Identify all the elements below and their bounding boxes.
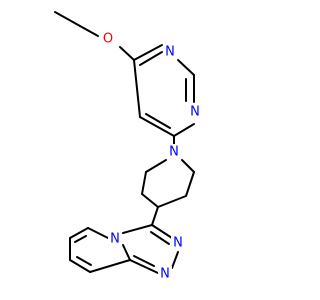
triazole-ring — [122, 224, 179, 274]
bond-c3-n2 — [151, 224, 173, 239]
pyrimidine-n1-label: N — [165, 45, 175, 60]
bond-c5-c6-double — [74, 235, 87, 243]
bond-c5-c6 — [69, 227, 89, 239]
bond-ethyl-ch2-o — [79, 25, 99, 37]
piperidine-n-label: N — [169, 145, 179, 160]
atom-labels: O N N N N N N — [101, 31, 202, 282]
pyrimidine-ring — [133, 44, 195, 137]
molecule-structure: O N N N N N N — [54, 11, 202, 282]
bond-ethyl-ch3-ch2 — [54, 11, 81, 27]
bond-c8-c8a — [89, 259, 131, 273]
molecule-canvas: O N N N N N N — [54, 11, 202, 282]
bond-c3-n2-double — [150, 231, 170, 245]
bond-c6-n1-double — [139, 51, 163, 66]
bond-o-c6 — [119, 46, 135, 61]
bond-c7-c8 — [69, 259, 91, 273]
piperidine-ring — [141, 159, 195, 208]
pyrimidine-n3-label: N — [190, 105, 200, 120]
bond-c4-c5-double — [145, 113, 171, 129]
bond-pip-n-c2 — [145, 159, 167, 173]
bond-pip-c6-n — [181, 159, 195, 173]
triazole-n2-label: N — [173, 236, 183, 251]
bond-c4-c5 — [139, 116, 175, 137]
bond-pip-c5-c6 — [185, 171, 195, 197]
bond-c8a-n4 — [122, 244, 131, 261]
bond-n1-c2 — [177, 59, 195, 76]
bond-pip-c4-c5 — [157, 195, 187, 208]
bond-n1-c8a-double — [133, 255, 155, 267]
bond-c3-n4 — [122, 224, 153, 234]
bond-c5-c6 — [133, 59, 141, 118]
pyridine-ring — [69, 227, 131, 273]
bond-n2-n1 — [171, 251, 179, 269]
bond-c7-c8-double — [76, 256, 92, 266]
triazolopyridine-bridgehead-n-label: N — [110, 232, 120, 247]
bond-n4-c5 — [87, 227, 109, 239]
bond-pip-c3-c4 — [141, 193, 159, 208]
bond-n1-c8a — [129, 259, 159, 274]
bond-pip-c2-c3 — [141, 171, 147, 195]
oxygen-atom-label: O — [103, 32, 113, 47]
ethoxy-group — [54, 11, 135, 61]
bond-piperidine-triazole — [151, 206, 159, 226]
triazole-n1-label: N — [160, 267, 170, 282]
bond-c6-n1 — [133, 44, 163, 61]
bond-n3-c4 — [173, 123, 195, 137]
